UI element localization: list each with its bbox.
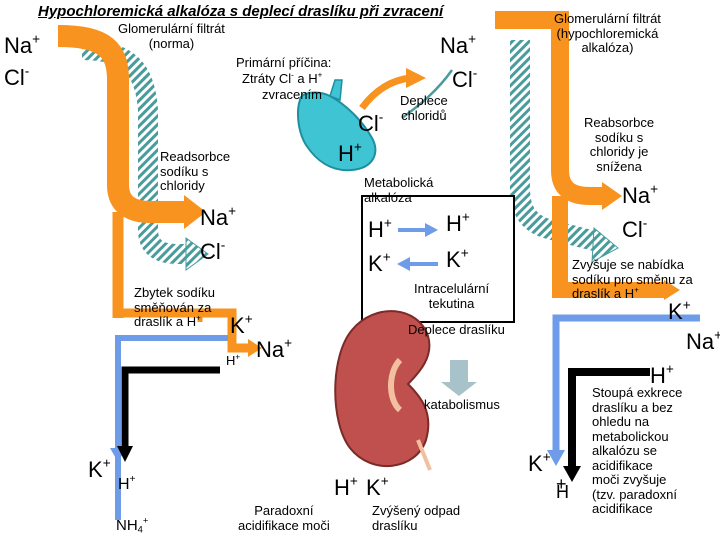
label-h-kidney: H+ bbox=[334, 473, 358, 500]
label-intracellular-fluid: Intracelulární tekutina bbox=[414, 281, 490, 311]
gray-arrow-shaft bbox=[450, 360, 468, 382]
label-chloride-depletion: Deplece chloridů bbox=[400, 93, 448, 123]
label-catabolism: katabolismus bbox=[424, 397, 500, 412]
label-k-right-bottom: K+ bbox=[528, 449, 551, 476]
label-h-right-lower: H bbox=[556, 482, 569, 502]
k-exchange-head bbox=[397, 257, 410, 271]
right-hatched-arrowhead bbox=[591, 226, 619, 263]
label-na-left-bottom: Na+ bbox=[256, 335, 293, 362]
right-orange-arrow bbox=[495, 11, 604, 205]
stomach-cl-arrow bbox=[401, 69, 454, 120]
stomach-loss-head bbox=[406, 68, 426, 88]
label-cl-right-mid: Cl- bbox=[622, 215, 648, 242]
label-potassium-depletion: Deplece draslíku bbox=[408, 322, 505, 337]
label-k-box-left: K+ bbox=[368, 249, 391, 276]
right-orange-down-head bbox=[664, 280, 680, 300]
intracellular-box bbox=[361, 195, 515, 323]
stomach-loss-arrow bbox=[359, 74, 411, 111]
left-orange-arrow bbox=[57, 25, 186, 223]
right-orange-arrowhead bbox=[602, 182, 622, 210]
esophagus-icon bbox=[329, 79, 343, 102]
right-black-head bbox=[563, 466, 581, 482]
label-na-right-bottom: Na+ bbox=[686, 327, 720, 354]
left-black-head bbox=[117, 446, 133, 462]
diagram-title: Hypochloremická alkalóza s deplecí drasl… bbox=[38, 3, 444, 20]
label-h-left-bottom: H+ bbox=[118, 474, 136, 493]
h-exchange-head bbox=[425, 223, 438, 237]
label-metabolic-alkalosis: Metabolická alkalóza bbox=[364, 175, 434, 205]
label-h-left-mid: H+ bbox=[226, 352, 241, 368]
kidney-pelvis-icon bbox=[388, 357, 403, 413]
label-losses: Ztráty Cl- a H+ bbox=[242, 70, 323, 86]
label-k-left-bottom: K+ bbox=[88, 455, 111, 482]
stomach-icon bbox=[297, 91, 377, 172]
right-hatched-arrow bbox=[510, 40, 601, 252]
label-rising-excretion: Stoupá exkrece draslíku a bez ohledu na … bbox=[592, 385, 683, 517]
label-cl-center-top: Cl- bbox=[452, 65, 478, 92]
label-na-right-mid: Na+ bbox=[622, 181, 659, 208]
label-cl-left-top: Cl- bbox=[4, 63, 30, 90]
left-hatched-arrowhead bbox=[185, 237, 209, 271]
label-h-right-bottom: + bbox=[556, 474, 567, 494]
label-increased-potassium-loss: Zvýšený odpad draslíku bbox=[372, 503, 461, 533]
label-cl-left-mid: Cl- bbox=[200, 237, 226, 264]
label-h-stomach: H+ bbox=[338, 139, 362, 166]
label-k-kidney: K+ bbox=[366, 473, 389, 500]
label-paradoxical-acidification: Paradoxní acidifikace moči bbox=[238, 503, 330, 533]
label-cl-stomach: Cl- bbox=[358, 109, 384, 136]
label-glomerular-hypochloremic: Glomerulární filtrát (hypochloremická al… bbox=[554, 11, 661, 56]
label-reabsorption-reduced: Reabsorbce sodíku s chloridy je snížena bbox=[584, 115, 655, 174]
left-black-line bbox=[121, 366, 220, 448]
label-k-right-mid: K+ bbox=[668, 297, 691, 324]
right-orange-down bbox=[552, 196, 668, 298]
kidney-icon bbox=[334, 310, 431, 468]
label-h-right-mid: H+ bbox=[650, 361, 674, 388]
label-k-left-mid: K+ bbox=[230, 311, 253, 338]
label-glomerular-normal: Glomerulární filtrát (norma) bbox=[118, 21, 225, 51]
label-readsorbce: Readsorbce sodíku s chloridy bbox=[160, 149, 231, 194]
label-na-left-mid: Na+ bbox=[200, 203, 237, 230]
label-na-left-top: Na+ bbox=[4, 31, 41, 58]
right-blue-line bbox=[552, 314, 700, 458]
label-k-box-right: K+ bbox=[446, 245, 469, 272]
right-blue-head bbox=[547, 450, 565, 466]
right-black-line bbox=[568, 368, 650, 470]
kidney-ureter bbox=[416, 439, 432, 471]
left-orange-arrowhead bbox=[184, 195, 206, 229]
label-h-box-right: H+ bbox=[446, 209, 470, 236]
label-na-center-top: Na+ bbox=[440, 31, 477, 58]
label-losses-vomiting: zvracením bbox=[262, 87, 322, 102]
label-nh4: NH4+ bbox=[116, 515, 149, 535]
label-increased-sodium-supply: Zvyšuje se nabídka sodíku pro směnu za d… bbox=[572, 257, 693, 302]
label-h-box-left: H+ bbox=[368, 215, 392, 242]
label-remaining-sodium: Zbytek sodíku směňován za draslík a H+ bbox=[134, 285, 215, 330]
left-orange-na-head bbox=[248, 339, 262, 357]
left-orange-to-na bbox=[118, 308, 250, 353]
label-primary-cause: Primární příčina: bbox=[236, 55, 332, 70]
gray-arrow-head bbox=[441, 382, 477, 396]
